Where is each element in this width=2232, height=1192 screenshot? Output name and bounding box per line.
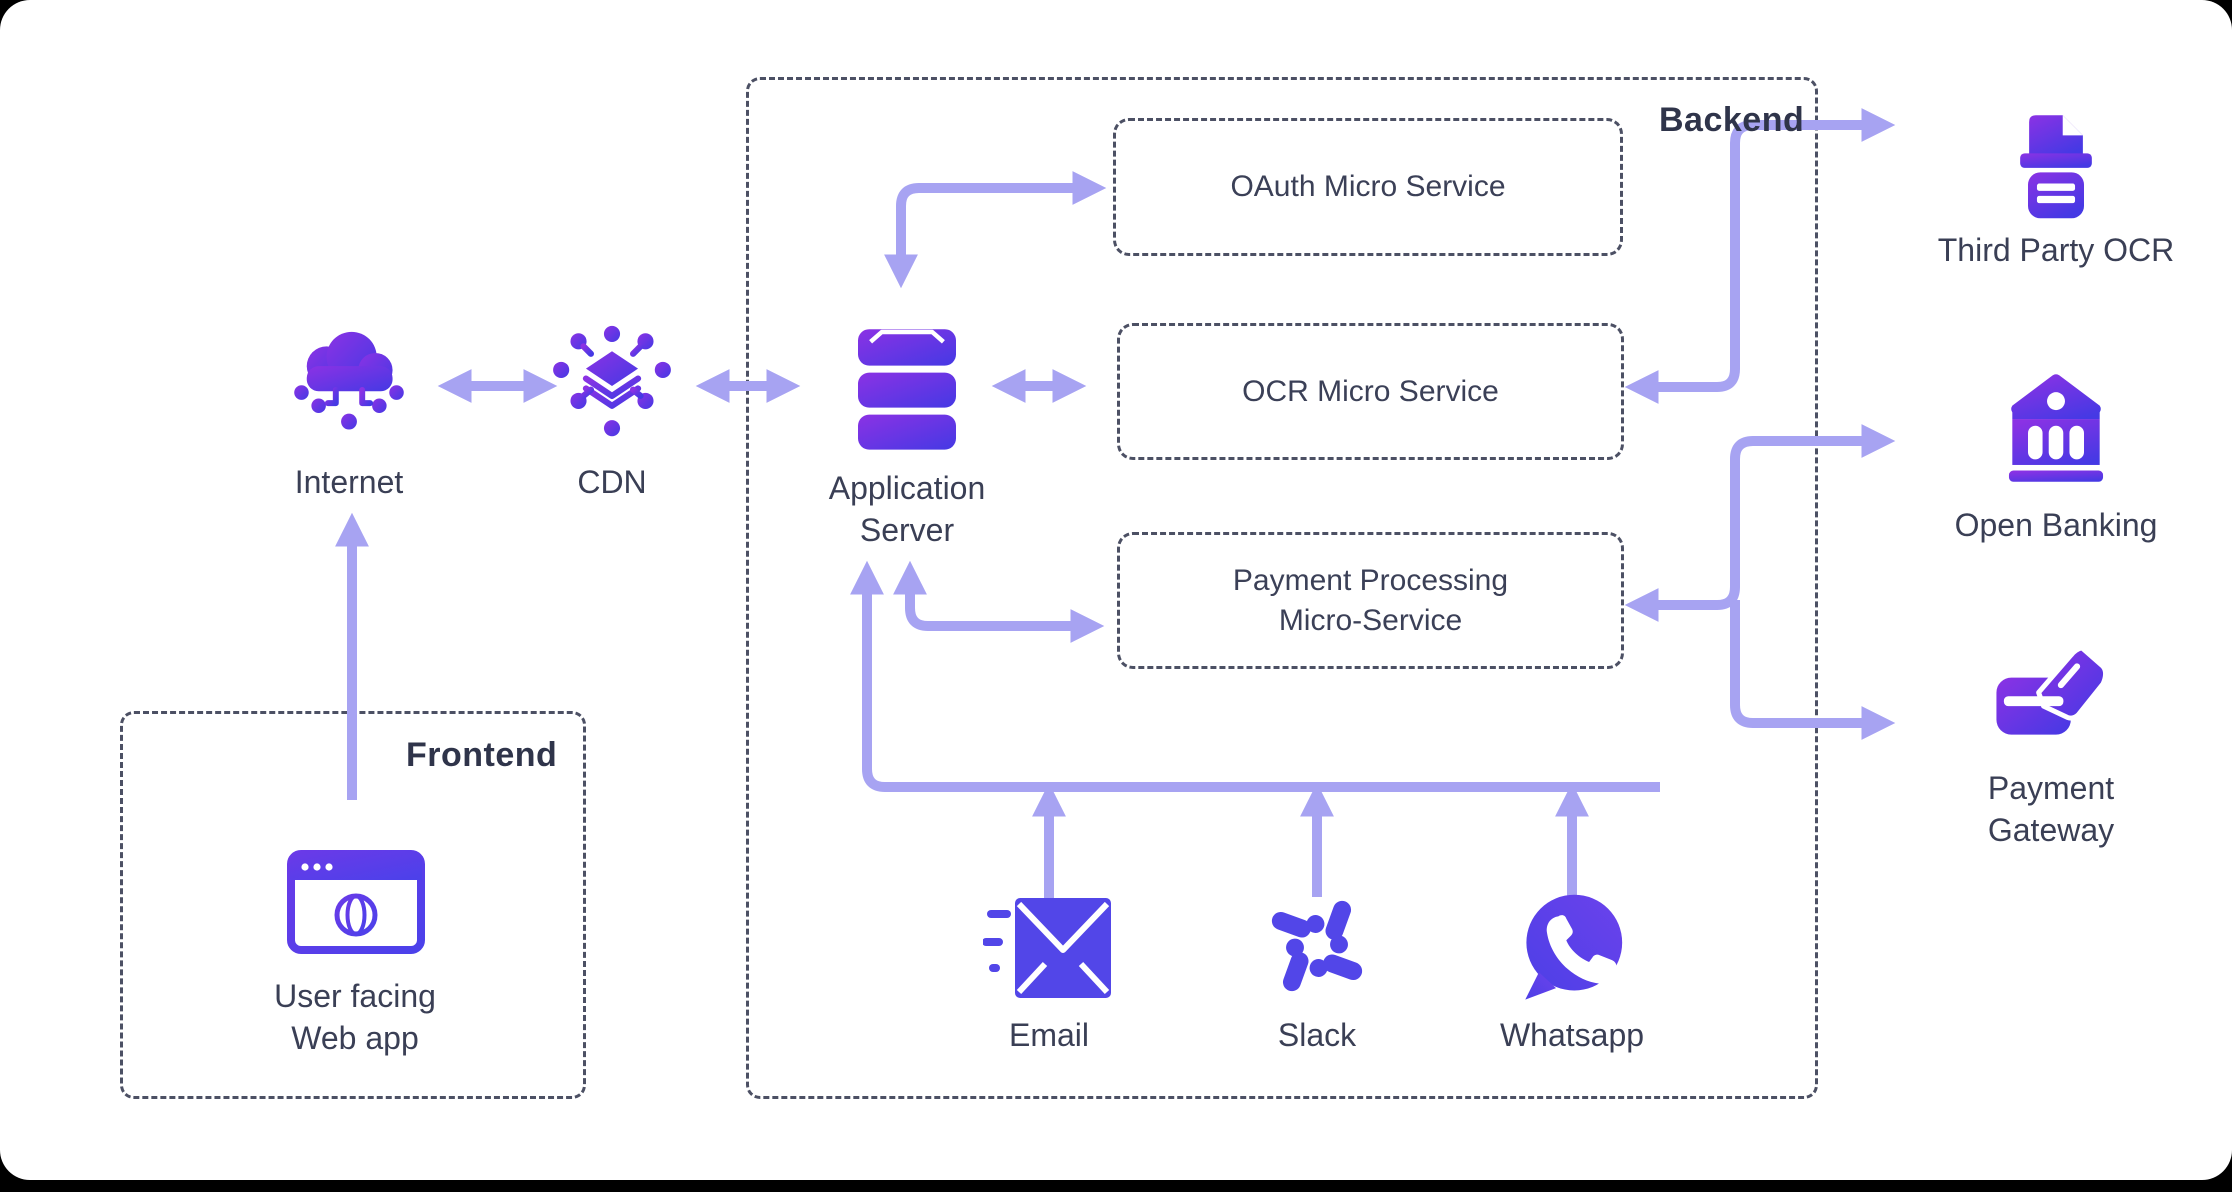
app-server-label: Application Server bbox=[828, 470, 986, 548]
arrow-payment-paymentgateway bbox=[1730, 600, 1896, 741]
arrow-appserver-oauth bbox=[883, 170, 1107, 289]
ocr-service-box: OCR Micro Service bbox=[1117, 323, 1624, 460]
arrow-payment-openbanking bbox=[1624, 423, 1896, 623]
envelope-icon bbox=[982, 896, 1113, 1000]
payment-gateway-label: Payment Gateway bbox=[1987, 770, 2115, 848]
web-app-label: User facing Web app bbox=[274, 978, 436, 1056]
arrow-appserver-payment bbox=[892, 560, 1105, 644]
oauth-service-label: OAuth Micro Service bbox=[1230, 170, 1506, 204]
backend-section-label: Backend bbox=[1659, 101, 1805, 139]
cloud-circuit-icon bbox=[283, 316, 415, 448]
cdn-label: CDN bbox=[577, 464, 647, 500]
browser-window-icon bbox=[286, 849, 426, 955]
ocr-service-label: OCR Micro Service bbox=[1242, 374, 1499, 408]
whatsapp-logo-icon bbox=[1515, 889, 1629, 1003]
arrow-ocr-thirdpartyocr bbox=[1624, 107, 1896, 405]
oauth-service-box: OAuth Micro Service bbox=[1113, 118, 1623, 256]
slack-label: Slack bbox=[1277, 1017, 1357, 1053]
third-party-ocr-label: Third Party OCR bbox=[1937, 232, 2175, 268]
server-stack-icon bbox=[837, 318, 977, 458]
whatsapp-label: Whatsapp bbox=[1499, 1017, 1645, 1053]
card-in-hand-icon bbox=[1989, 628, 2113, 752]
frontend-section-label: Frontend bbox=[406, 736, 558, 774]
payment-service-label: Payment Processing Micro-Service bbox=[1232, 563, 1509, 637]
slack-logo-icon bbox=[1261, 890, 1373, 1002]
document-scanner-icon bbox=[2000, 113, 2112, 225]
open-banking-label: Open Banking bbox=[1954, 507, 2158, 543]
network-hub-icon bbox=[550, 324, 674, 448]
email-label: Email bbox=[1008, 1017, 1090, 1053]
bank-building-icon bbox=[2000, 372, 2112, 484]
payment-service-box: Payment Processing Micro-Service bbox=[1117, 532, 1624, 669]
internet-label: Internet bbox=[294, 464, 404, 500]
arrow-bus-to-appserver bbox=[849, 560, 1660, 792]
